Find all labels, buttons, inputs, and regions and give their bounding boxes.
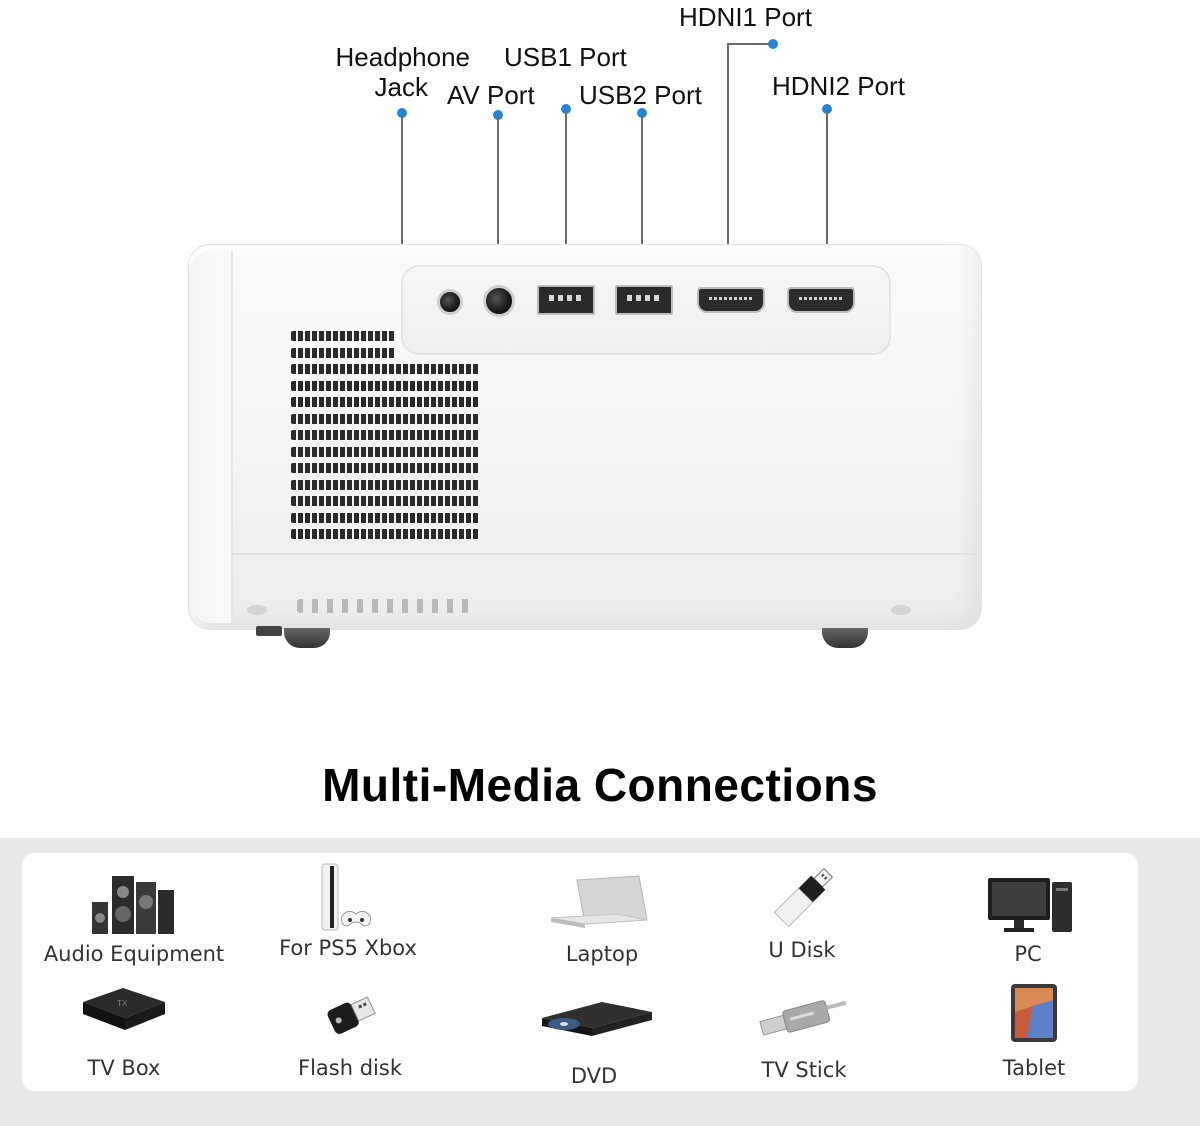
usb2-port-marker [637, 108, 647, 118]
device-label: Tablet [1002, 1056, 1066, 1080]
dvd-player-icon [532, 994, 656, 1044]
projector-illustration [188, 244, 982, 630]
hdmi2-socket [787, 287, 855, 313]
screw-left [247, 605, 267, 615]
game-console-icon [308, 862, 388, 934]
headphone-jack-label-line2: Jack [374, 72, 428, 102]
device-label: Laptop [565, 942, 639, 966]
device-tablet: Tablet [934, 982, 1134, 1080]
device-label: PC [1014, 942, 1042, 966]
usb-drive-icon [767, 864, 837, 934]
device-flash-disk: Flash disk [250, 984, 450, 1080]
usb2-port-leader [641, 114, 643, 296]
av-port-leader [497, 116, 499, 288]
device-label: Flash disk [298, 1056, 402, 1080]
hdmi2-port-marker [822, 104, 832, 114]
usb2-port-label: USB2 Port [579, 80, 702, 110]
hdmi1-port-label: HDNI1 Port [679, 2, 812, 32]
headphone-jack-label-line1: Headphone [335, 42, 470, 72]
hdmi1-port-leader [727, 43, 729, 297]
device-pc: PC [928, 868, 1128, 966]
device-label: DVD [570, 1064, 618, 1088]
device-label: U Disk [768, 938, 836, 962]
device-label: TV Box [87, 1056, 161, 1080]
desktop-pc-icon [980, 868, 1076, 934]
screw-right [891, 605, 911, 615]
device-label: Audio Equipment [43, 942, 225, 966]
projector-tab [256, 626, 282, 636]
projector-seam [231, 553, 977, 555]
hdmi1-port-leader-top [727, 43, 772, 45]
hdmi2-port-label: HDNI2 Port [772, 71, 905, 101]
tv-stick-icon [754, 988, 854, 1044]
laptop-icon [547, 868, 657, 934]
port-panel [401, 265, 891, 355]
section-headline: Multi-Media Connections [322, 759, 878, 811]
usb1-port-leader [565, 110, 567, 296]
device-tv-box: TX TV Box [24, 982, 224, 1080]
projector-foot-left [284, 628, 330, 648]
hdmi1-socket [697, 287, 765, 313]
av-port-socket [483, 285, 515, 317]
cooling-vent [291, 331, 479, 545]
flash-disk-icon [315, 984, 385, 1044]
device-laptop: Laptop [502, 868, 702, 966]
headphone-jack-leader [401, 114, 403, 302]
device-label: For PS5 Xbox [279, 936, 417, 960]
device-label: TV Stick [761, 1058, 847, 1082]
projector-foot-right [822, 628, 868, 648]
hdmi2-port-leader [826, 110, 828, 296]
usb1-port-label: USB1 Port [504, 42, 627, 72]
headphone-jack-label: Headphone Jack [322, 42, 470, 102]
usb2-socket [615, 285, 673, 315]
av-port-label: AV Port [447, 80, 535, 110]
av-port-marker [493, 110, 503, 120]
hdmi1-port-marker [768, 39, 778, 49]
speaker-system-icon [84, 868, 184, 934]
tablet-icon [1007, 982, 1061, 1044]
projector-side-edge [189, 251, 233, 623]
headphone-jack-marker [397, 108, 407, 118]
usb1-port-marker [561, 104, 571, 114]
svg-text:TX: TX [116, 999, 128, 1008]
tv-box-icon: TX [79, 982, 169, 1044]
device-tv-stick: TV Stick [704, 988, 904, 1082]
device-dvd: DVD [494, 994, 694, 1088]
device-game-console: For PS5 Xbox [248, 862, 448, 960]
bottom-vent [297, 599, 477, 613]
usb1-socket [537, 285, 595, 315]
device-u-disk: U Disk [702, 864, 902, 962]
device-audio-equipment: Audio Equipment [34, 868, 234, 966]
headphone-jack-port [437, 289, 463, 315]
